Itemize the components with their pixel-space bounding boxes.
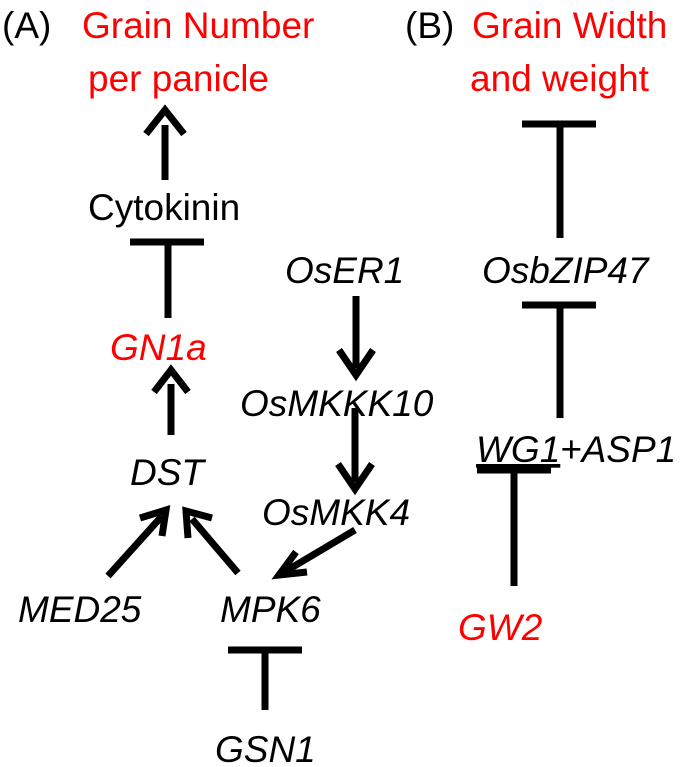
edge-osmkkk10-to-osmkk4 [335, 408, 375, 496]
node-osmkkk10: OsMKKK10 [240, 383, 434, 424]
node-osbzip47: OsbZIP47 [482, 250, 650, 291]
edge-med25-to-dst [105, 505, 171, 579]
edge-mpk6-to-dst [182, 506, 241, 576]
panel-a-title-line1: Grain Number [82, 5, 314, 46]
edge-cytokinin-to-grain-number [143, 104, 187, 180]
edge-osmkk4-to-mpk6 [271, 526, 357, 580]
panel-a-title-line2: per panicle [88, 58, 269, 99]
panel-b-title-line2: and weight [470, 58, 650, 99]
node-oser1: OsER1 [285, 250, 404, 291]
edge-gn1a-inhibits-cytokinin [130, 238, 204, 318]
node-wg1: WG1 [476, 429, 560, 470]
node-gsn1: GSN1 [215, 729, 316, 767]
node-dst: DST [130, 452, 206, 493]
node-mpk6: MPK6 [220, 589, 321, 630]
node-cytokinin: Cytokinin [88, 187, 240, 228]
panel-b-title-line1: Grain Width [472, 5, 667, 46]
node-asp1: +ASP1 [560, 429, 676, 470]
panel-b-label: (B) [405, 5, 454, 46]
node-med25: MED25 [18, 589, 142, 630]
panel-a-label: (A) [2, 5, 51, 46]
edge-gw2-inhibits-wg1 [477, 466, 551, 586]
edge-wg1-asp1-inhibits-osbzip47 [522, 301, 596, 418]
edge-osbzip47-inhibits-grain-width [522, 120, 596, 238]
node-gn1a: GN1a [110, 327, 207, 368]
edge-oser1-to-osmkkk10 [336, 296, 376, 382]
edge-gsn1-inhibits-mpk6 [228, 646, 302, 710]
node-osmkk4: OsMKK4 [262, 492, 410, 533]
node-gw2: GW2 [458, 607, 543, 648]
edge-dst-to-gn1a [151, 364, 191, 435]
